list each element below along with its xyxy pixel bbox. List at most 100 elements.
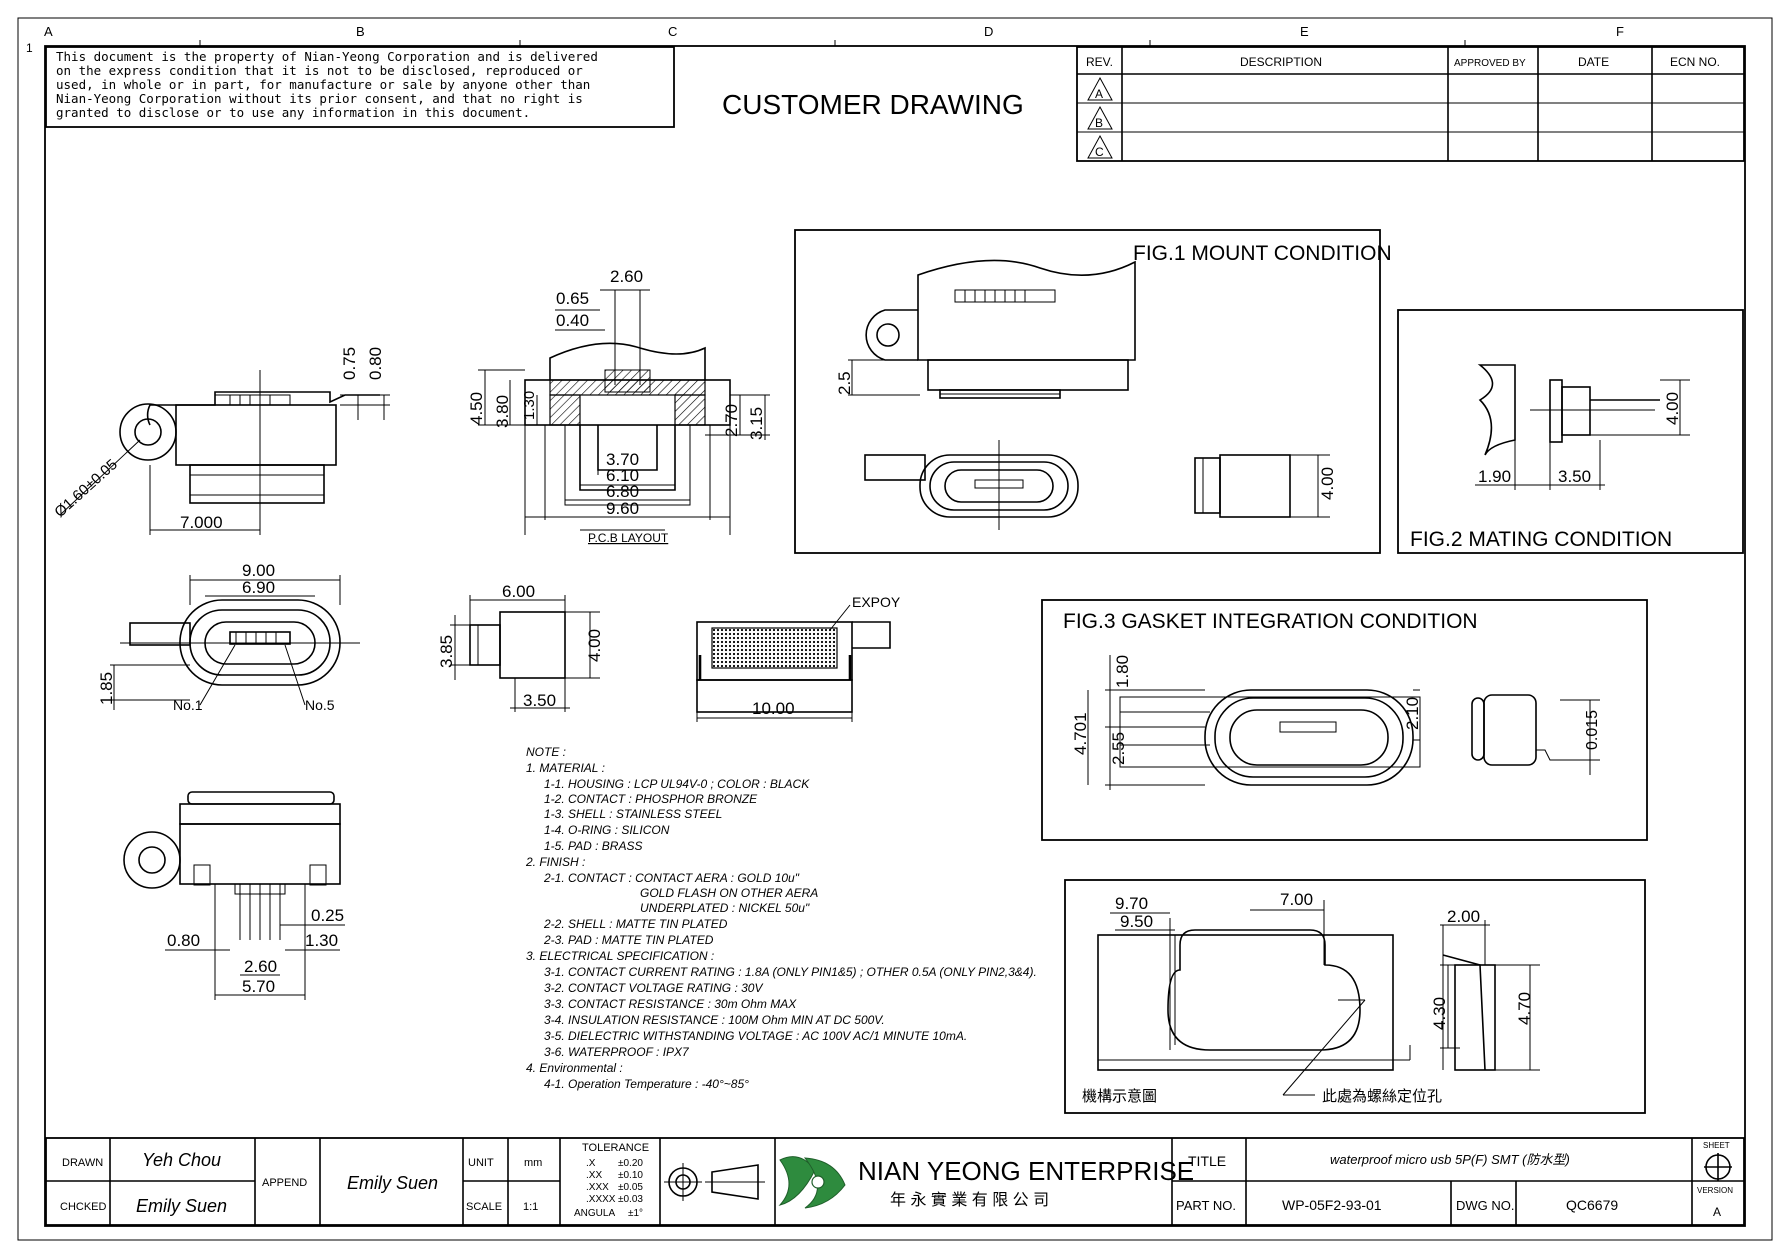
dim-bottom-025: 0.25: [311, 906, 344, 925]
fig1-mount-condition: FIG.1 MOUNT CONDITION 2.5 4.00: [794, 229, 1392, 554]
dim-gasket-970: 9.70: [1115, 894, 1148, 913]
note-line-20: 3-6. WATERPROOF : IPX7: [544, 1045, 690, 1059]
date-header: DATE: [1578, 55, 1609, 69]
dim-gasket-700: 7.00: [1280, 890, 1313, 909]
company-name: NIAN YEONG ENTERPRISE: [858, 1156, 1194, 1186]
page-title: CUSTOMER DRAWING: [722, 89, 1024, 120]
dim-front-900: 9.00: [242, 561, 275, 580]
pin-5-label: No.5: [305, 697, 335, 713]
dim-small-350: 3.50: [523, 691, 556, 710]
fig3-title: FIG.3 GASKET INTEGRATION CONDITION: [1063, 610, 1478, 633]
inner-frame: [44, 45, 1746, 1227]
version-value: A: [1713, 1205, 1721, 1219]
small-side-view: 6.00 3.85 4.00 3.50: [437, 582, 604, 712]
scale-label: SCALE: [466, 1201, 502, 1213]
dim-bottom-260: 2.60: [244, 957, 277, 976]
drawn-value: Yeh Chou: [142, 1150, 221, 1170]
pin-1-label: No.1: [173, 697, 203, 713]
checked-label: CHCKED: [60, 1201, 107, 1213]
grid-col-d: D: [984, 24, 993, 39]
tol-v-3: ±0.05: [618, 1182, 643, 1193]
screw-hole-note: 此處為螺絲定位孔: [1322, 1088, 1442, 1105]
rev-row-a: A: [1095, 87, 1103, 101]
dim-epoxy-1000: 10.00: [752, 699, 795, 718]
fig1-title: FIG.1 MOUNT CONDITION: [1133, 242, 1392, 265]
revision-table: REV. DESCRIPTION APPROVED BY DATE ECN NO…: [1076, 46, 1745, 162]
title-block: DRAWN Yeh Chou CHCKED Emily Suen APPEND …: [45, 1137, 1745, 1226]
tol-k-4: .XXXX: [586, 1194, 616, 1205]
dwg-label: DWG NO.: [1456, 1198, 1515, 1213]
pcb-layout-view: 3.70 6.10 6.80 9.60 P.C.B LAYOUT 2.60 0.…: [467, 267, 770, 545]
note-line-7: 1-5. PAD : BRASS: [544, 839, 642, 853]
note-line-15: 3-1. CONTACT CURRENT RATING : 1.8A (ONLY…: [544, 965, 1037, 979]
note-line-9: 2-1. CONTACT : CONTACT AERA : GOLD 10u": [543, 871, 800, 885]
title-value: waterproof micro usb 5P(F) SMT (防水型): [1330, 1152, 1570, 1167]
grid-row-1: 1: [26, 41, 33, 55]
rev-triangle-b-icon: [1087, 105, 1113, 130]
notes-block: NOTE : 1. MATERIAL : 1-1. HOUSING : LCP …: [525, 745, 1037, 1091]
rev-row-b: B: [1095, 116, 1103, 130]
dim-pcb-380: 3.80: [493, 395, 512, 428]
outer-frame: [17, 17, 1773, 1241]
grid-col-e: E: [1300, 24, 1309, 39]
dim-gasket-430: 4.30: [1430, 997, 1449, 1030]
company-name-cn: 年 永 實 業 有 限 公 司: [890, 1190, 1049, 1209]
note-line-1: NOTE :: [526, 745, 566, 759]
tol-v-1: ±0.20: [618, 1158, 643, 1169]
part-value: WP-05F2-93-01: [1282, 1197, 1382, 1213]
rev-triangle-c-icon: [1087, 134, 1113, 159]
rev-header: REV.: [1086, 55, 1113, 69]
dim-fig3-255: 2.55: [1109, 732, 1128, 765]
grid-col-a: A: [44, 24, 53, 39]
pcb-layout-label: P.C.B LAYOUT: [588, 531, 669, 545]
dim-side-7000: 7.000: [180, 513, 223, 532]
dim-pcb-315: 3.15: [747, 407, 766, 440]
note-line-13: 2-3. PAD : MATTE TIN PLATED: [543, 933, 714, 947]
grid-col-c: C: [668, 24, 677, 39]
dim-fig2-190: 1.90: [1478, 467, 1511, 486]
mount-hole-icon: [134, 418, 162, 446]
fig2-mating-condition: FIG.2 MATING CONDITION 4.00 1.90 3.50: [1397, 309, 1744, 554]
drawn-label: DRAWN: [62, 1157, 103, 1169]
note-line-19: 3-5. DIELECTRIC WITHSTANDING VOLTAGE : A…: [544, 1029, 967, 1043]
dwg-value: QC6679: [1566, 1197, 1618, 1213]
front-view: 9.00 6.90 1.85 No.1 No.5: [97, 561, 360, 713]
fig2-title: FIG.2 MATING CONDITION: [1410, 528, 1672, 551]
note-line-21: 4. Environmental :: [526, 1061, 623, 1075]
dim-fig3-0015: 0.015: [1584, 710, 1601, 750]
dim-fig1-25: 2.5: [835, 371, 854, 395]
dim-pcb-610: 6.10: [606, 466, 639, 485]
dim-fig1-400: 4.00: [1318, 467, 1337, 500]
bottom-view: 5.70 2.60 0.25 1.30 0.80: [123, 791, 345, 1000]
dim-pcb-260: 2.60: [610, 267, 643, 286]
note-line-8: 2. FINISH :: [525, 855, 585, 869]
dim-pcb-065: 0.65: [556, 289, 589, 308]
approved-header: APPROVED BY: [1454, 58, 1526, 69]
notice-line-1: This document is the property of Nian-Ye…: [56, 49, 598, 64]
grid-col-b: B: [356, 24, 365, 39]
sheet-symbol-icon: [1704, 1153, 1732, 1181]
dim-bottom-130: 1.30: [305, 931, 338, 950]
note-line-4: 1-2. CONTACT : PHOSPHOR BRONZE: [544, 792, 758, 806]
notice-line-2: on the express condition that it is not …: [56, 63, 583, 78]
dim-small-400: 4.00: [585, 629, 604, 662]
note-line-17: 3-3. CONTACT RESISTANCE : 30m Ohm MAX: [544, 997, 797, 1011]
dim-fig3-210: 2.10: [1403, 697, 1422, 730]
note-line-10: GOLD FLASH ON OTHER AERA: [640, 886, 818, 900]
dim-side-080: 0.80: [366, 347, 385, 380]
rev-row-c: C: [1095, 145, 1104, 159]
tol-v-2: ±0.10: [618, 1170, 643, 1181]
notice-line-5: granted to disclose or to use any inform…: [56, 105, 530, 120]
tol-k-5: ANGULA: [574, 1208, 615, 1219]
sheet-label: SHEET: [1703, 1141, 1730, 1150]
gasket-schematic: 7.00 9.70 9.50 此處為螺絲定位孔 機構示意圖 2.00 4.30 …: [1064, 879, 1646, 1114]
note-line-2: 1. MATERIAL :: [526, 761, 605, 775]
dim-gasket-200: 2.00: [1447, 907, 1480, 926]
version-label: VERSION: [1697, 1186, 1733, 1195]
dim-gasket-950: 9.50: [1120, 912, 1153, 931]
notice-line-4: Nian-Yeong Corporation without its prior…: [56, 91, 583, 106]
fig3-gasket-integration: FIG.3 GASKET INTEGRATION CONDITION 1.80 …: [1041, 599, 1648, 841]
bottom-hole-icon: [138, 846, 166, 874]
tol-v-4: ±0.03: [618, 1194, 643, 1205]
